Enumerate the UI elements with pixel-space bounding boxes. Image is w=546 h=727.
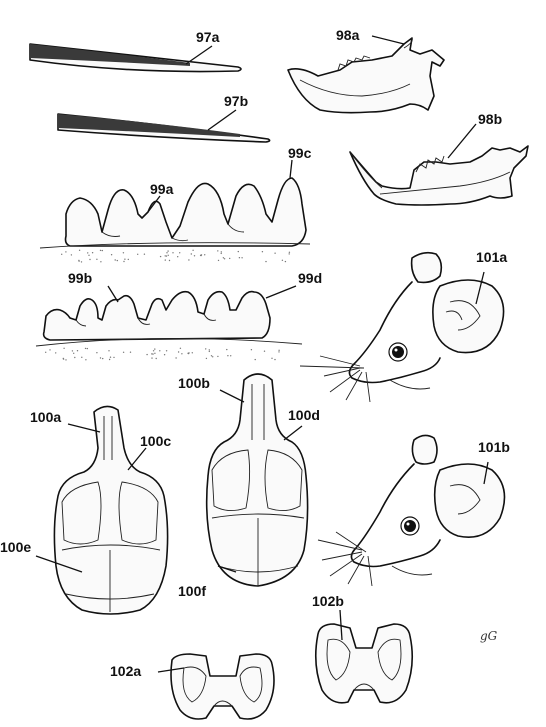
label-97a: 97a [196,29,220,45]
skull-100b [205,373,309,587]
label-98a: 98a [336,27,360,43]
hair-97a [29,43,242,73]
label-97b: 97b [224,93,248,109]
label-101b: 101b [478,439,510,455]
skull-base-102a [170,653,275,720]
label-98b: 98b [478,111,502,127]
label-100f: 100f [178,583,206,599]
head-101a [299,251,505,403]
label-100e: 100e [0,539,31,555]
label-100a: 100a [30,409,61,425]
artist-signature: gG [480,629,498,643]
label-100b: 100b [178,375,210,391]
molars-99b-99d [35,290,303,361]
leader-lines [35,35,489,673]
figure-labels: 97a 97b 98a 98b 99a 99c 99b 99d 100a 100… [0,27,510,679]
label-99a: 99a [150,181,174,197]
label-102a: 102a [110,663,141,679]
label-100d: 100d [288,407,320,423]
skull-100a [53,405,169,615]
label-99d: 99d [298,270,322,286]
jaw-98a [287,37,445,114]
label-99c: 99c [288,145,312,161]
label-99b: 99b [68,270,92,286]
label-102b: 102b [312,593,344,609]
molars-99a-99c [39,177,311,263]
skull-base-102b [314,623,414,704]
label-100c: 100c [140,433,171,449]
hair-97b [57,113,271,143]
jaw-98b [349,145,529,206]
head-101b [317,434,506,587]
label-101a: 101a [476,249,507,265]
